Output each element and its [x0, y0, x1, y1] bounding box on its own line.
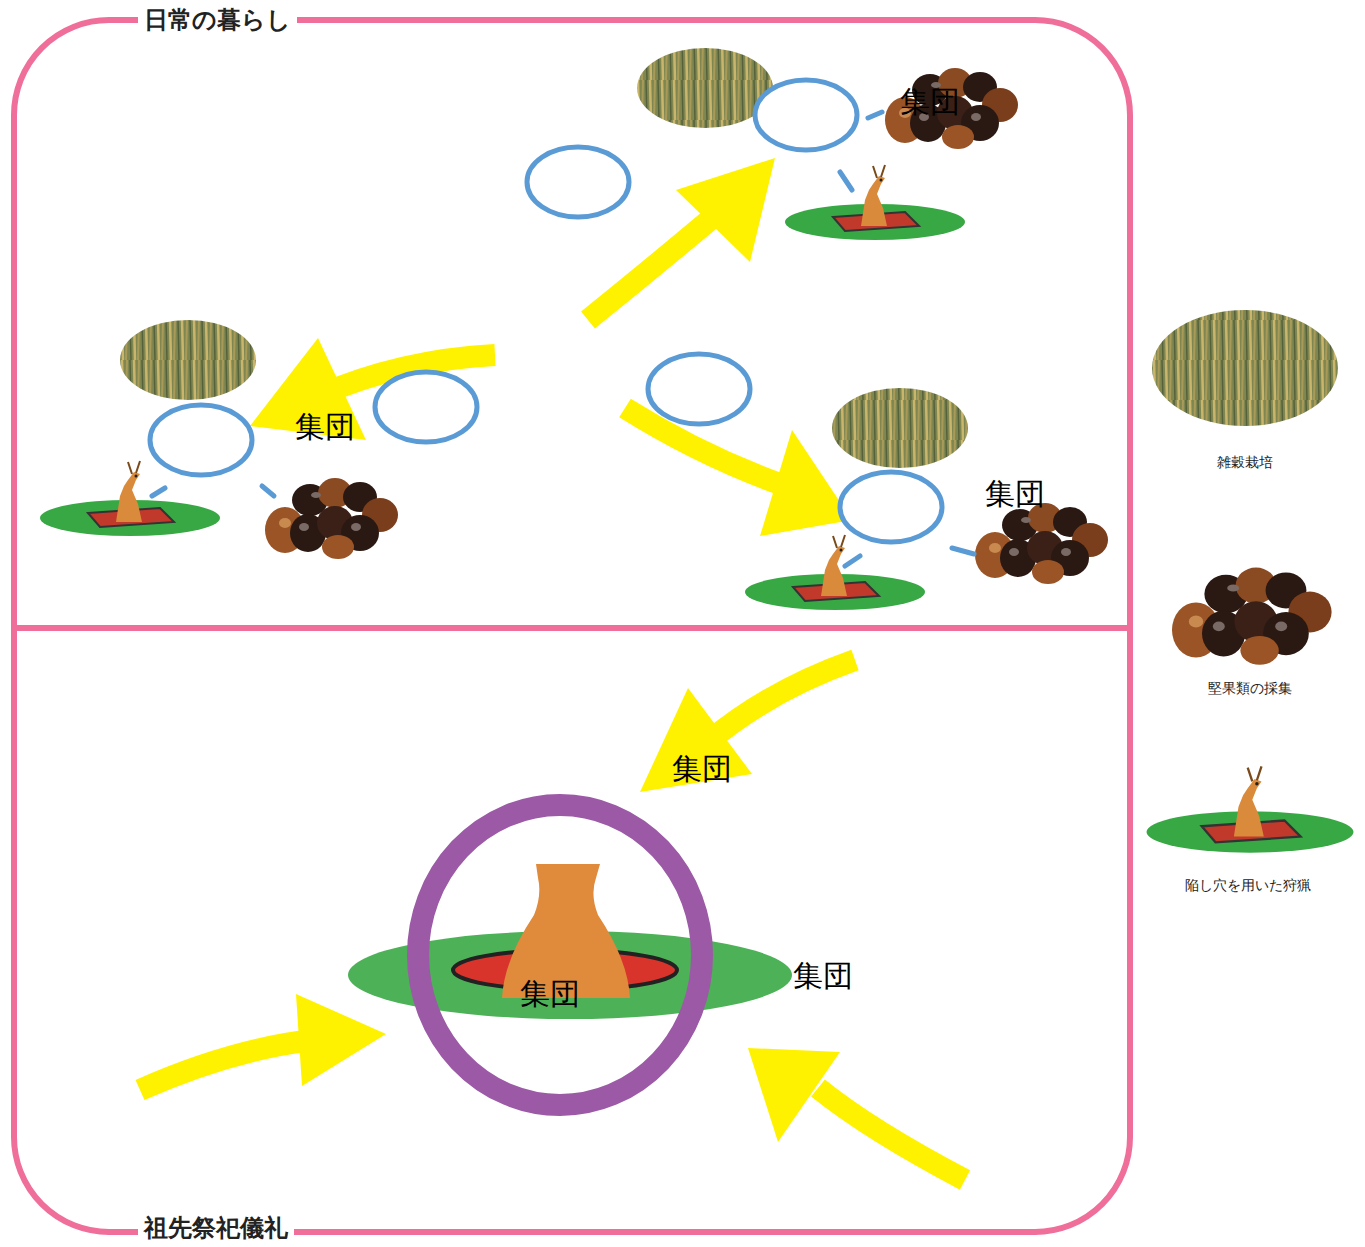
- nut-pile: [975, 503, 1108, 584]
- group-label: 集団: [672, 751, 732, 787]
- yellow-arrow: [640, 688, 752, 792]
- oval-outline: [150, 405, 252, 475]
- group-oval: 集団: [752, 77, 860, 153]
- millet-field: [120, 320, 256, 400]
- legend-sample: [1147, 310, 1354, 853]
- link-line: [845, 556, 860, 566]
- frame: [14, 20, 1130, 1232]
- yellow-arrow: [760, 430, 852, 536]
- oval-outline: [524, 144, 632, 220]
- link-line: [152, 102, 974, 566]
- link-line: [262, 486, 274, 496]
- yellow-arrow: [140, 1040, 312, 1090]
- millet-field: [120, 48, 968, 468]
- ancestor-ring: [418, 805, 702, 1105]
- yellow-arrow: [296, 994, 386, 1086]
- group-label: 集団: [900, 84, 960, 120]
- link-line: [840, 172, 852, 190]
- link-line: [952, 548, 974, 554]
- oval-outline: [147, 402, 255, 478]
- yellow-arrow: [708, 660, 855, 742]
- yellow-arrow: [676, 158, 775, 262]
- region-heading: 祖先祭祀儀礼: [138, 1215, 294, 1241]
- yellow-arrow: [818, 1088, 965, 1180]
- yellow-arrow: [140, 158, 965, 1180]
- link-line: [152, 488, 165, 496]
- oval-outline: [755, 80, 857, 150]
- oval-outline: [840, 472, 942, 542]
- group-label: 集団: [295, 409, 355, 445]
- legend-sample: [1152, 310, 1338, 426]
- pit-trap: [785, 165, 965, 240]
- oval-outline: [375, 372, 477, 442]
- yellow-arrow: [748, 1048, 840, 1142]
- oval-outline: [752, 77, 860, 153]
- group-oval: 集団: [147, 402, 255, 478]
- frame: [14, 20, 1130, 1232]
- oval-outline: [645, 351, 753, 427]
- activity-region: 集団集団集団日常の暮らし: [14, 20, 1130, 628]
- group-oval: 集団: [837, 469, 945, 545]
- millet-field: [832, 388, 968, 468]
- legend-label: 堅果類の採集: [1208, 679, 1292, 697]
- ancestor-ring: [348, 805, 792, 1105]
- oval-outline: [837, 469, 945, 545]
- nut-pile: [885, 68, 1018, 149]
- legend-label: 雑穀栽培: [1217, 453, 1273, 471]
- nut-pile: [265, 478, 398, 559]
- group-label: 集団: [985, 476, 1045, 512]
- region-heading: 日常の暮らし: [138, 7, 297, 33]
- legend-label: 陥し穴を用いた狩猟: [1185, 876, 1311, 894]
- oval-outline: [372, 369, 480, 445]
- legend-sample: [1147, 766, 1354, 852]
- oval-outline: [648, 354, 750, 424]
- oval-outline: [527, 147, 629, 217]
- group-label: 集団: [520, 976, 580, 1012]
- pit-trap: [40, 165, 965, 610]
- group-oval: 集団: [645, 351, 753, 427]
- group-oval: 集団: [524, 144, 632, 220]
- yellow-arrow: [588, 218, 712, 320]
- group-oval: 集団: [372, 369, 480, 445]
- activity-region: 集団集団集団祖先祭祀儀礼: [14, 628, 1130, 1232]
- nut-pile: [265, 68, 1108, 584]
- group-label: 集団: [793, 958, 853, 994]
- pit-trap: [745, 535, 925, 610]
- link-line: [868, 112, 882, 118]
- legend-sample: [1172, 568, 1332, 665]
- frame: [14, 625, 1130, 631]
